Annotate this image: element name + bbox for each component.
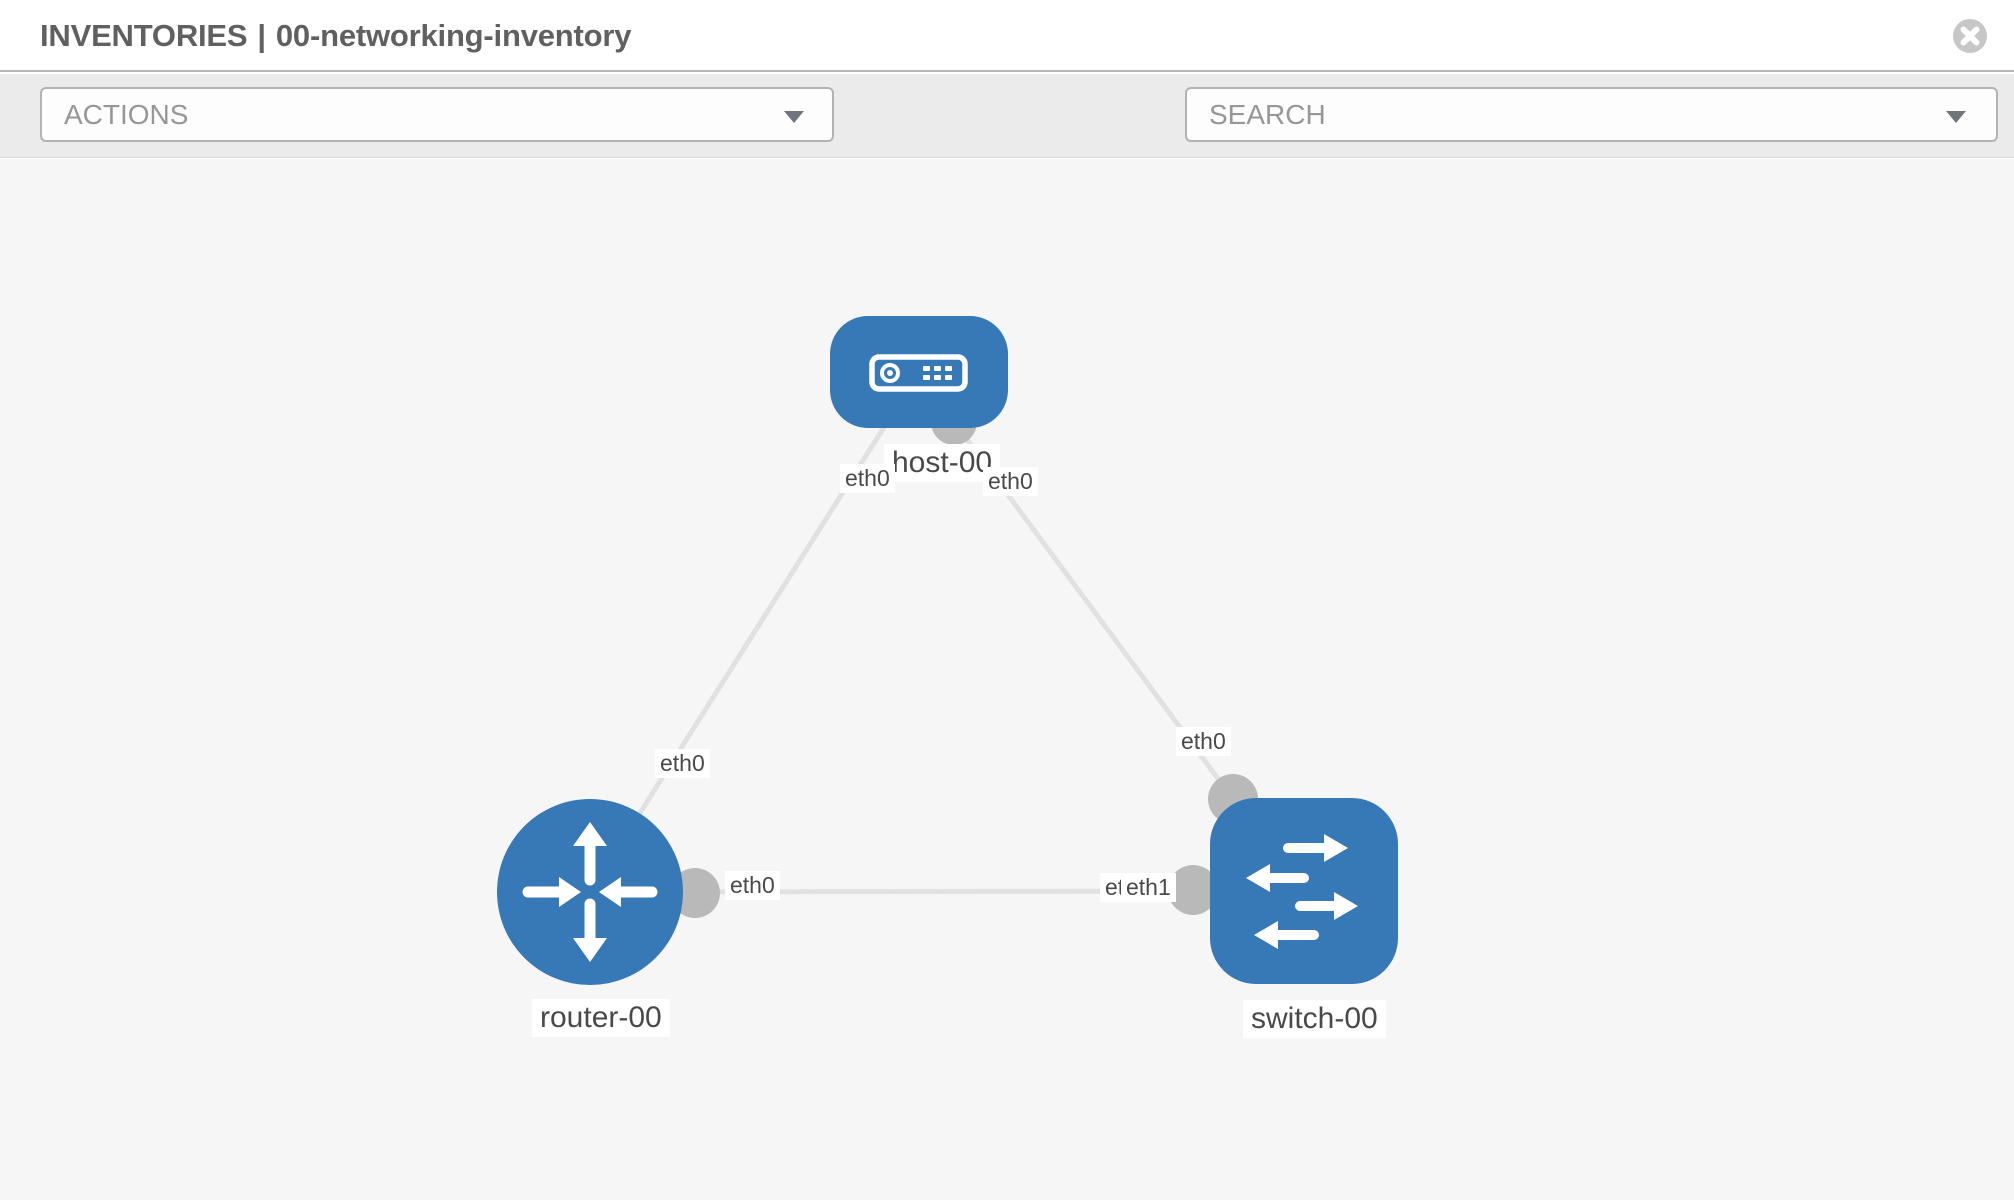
link-host-router bbox=[587, 370, 922, 894]
node-switch[interactable] bbox=[1210, 798, 1398, 984]
interface-label-switch-from-host: eth0 bbox=[1176, 727, 1231, 756]
search-dropdown[interactable]: SEARCH bbox=[1185, 87, 1998, 142]
header: INVENTORIES | 00-networking-inventory bbox=[0, 0, 2014, 72]
node-label-host: host-00 bbox=[884, 444, 1001, 482]
search-dropdown-label: SEARCH bbox=[1209, 99, 1326, 130]
actions-dropdown-label: ACTIONS bbox=[64, 99, 189, 130]
chevron-down-icon bbox=[784, 111, 804, 123]
node-host[interactable] bbox=[830, 316, 1008, 428]
breadcrumb-section: INVENTORIES bbox=[40, 18, 248, 53]
interface-label-switch-from-router: eth1 bbox=[1121, 873, 1176, 902]
node-router[interactable] bbox=[497, 799, 683, 985]
breadcrumb-separator: | bbox=[257, 18, 266, 53]
topology-graph bbox=[497, 316, 1398, 985]
interface-label-router-to-switch: eth0 bbox=[725, 871, 780, 900]
chevron-down-icon bbox=[1946, 111, 1966, 123]
topology-canvas[interactable]: host-00 router-00 switch-00 eth0 eth0 et… bbox=[0, 159, 2014, 1200]
close-icon[interactable] bbox=[1952, 18, 1988, 54]
interface-label-host-to-router: eth0 bbox=[840, 464, 895, 493]
host-icon bbox=[869, 354, 968, 392]
switch-icon bbox=[1246, 834, 1358, 949]
interface-dot-router-eth0 bbox=[670, 868, 720, 918]
interface-label-router-from-host: eth0 bbox=[655, 749, 710, 778]
node-label-router: router-00 bbox=[532, 999, 670, 1037]
breadcrumb-item: 00-networking-inventory bbox=[275, 18, 632, 53]
page-title: INVENTORIES | 00-networking-inventory bbox=[40, 18, 631, 54]
interface-label-host-to-switch: eth0 bbox=[983, 467, 1038, 496]
toolbar: ACTIONS SEARCH bbox=[0, 74, 2014, 205]
router-icon bbox=[522, 822, 658, 962]
interface-dot-switch-eth1 bbox=[1168, 865, 1218, 915]
node-label-switch: switch-00 bbox=[1243, 1000, 1386, 1038]
actions-dropdown[interactable]: ACTIONS bbox=[40, 87, 834, 142]
